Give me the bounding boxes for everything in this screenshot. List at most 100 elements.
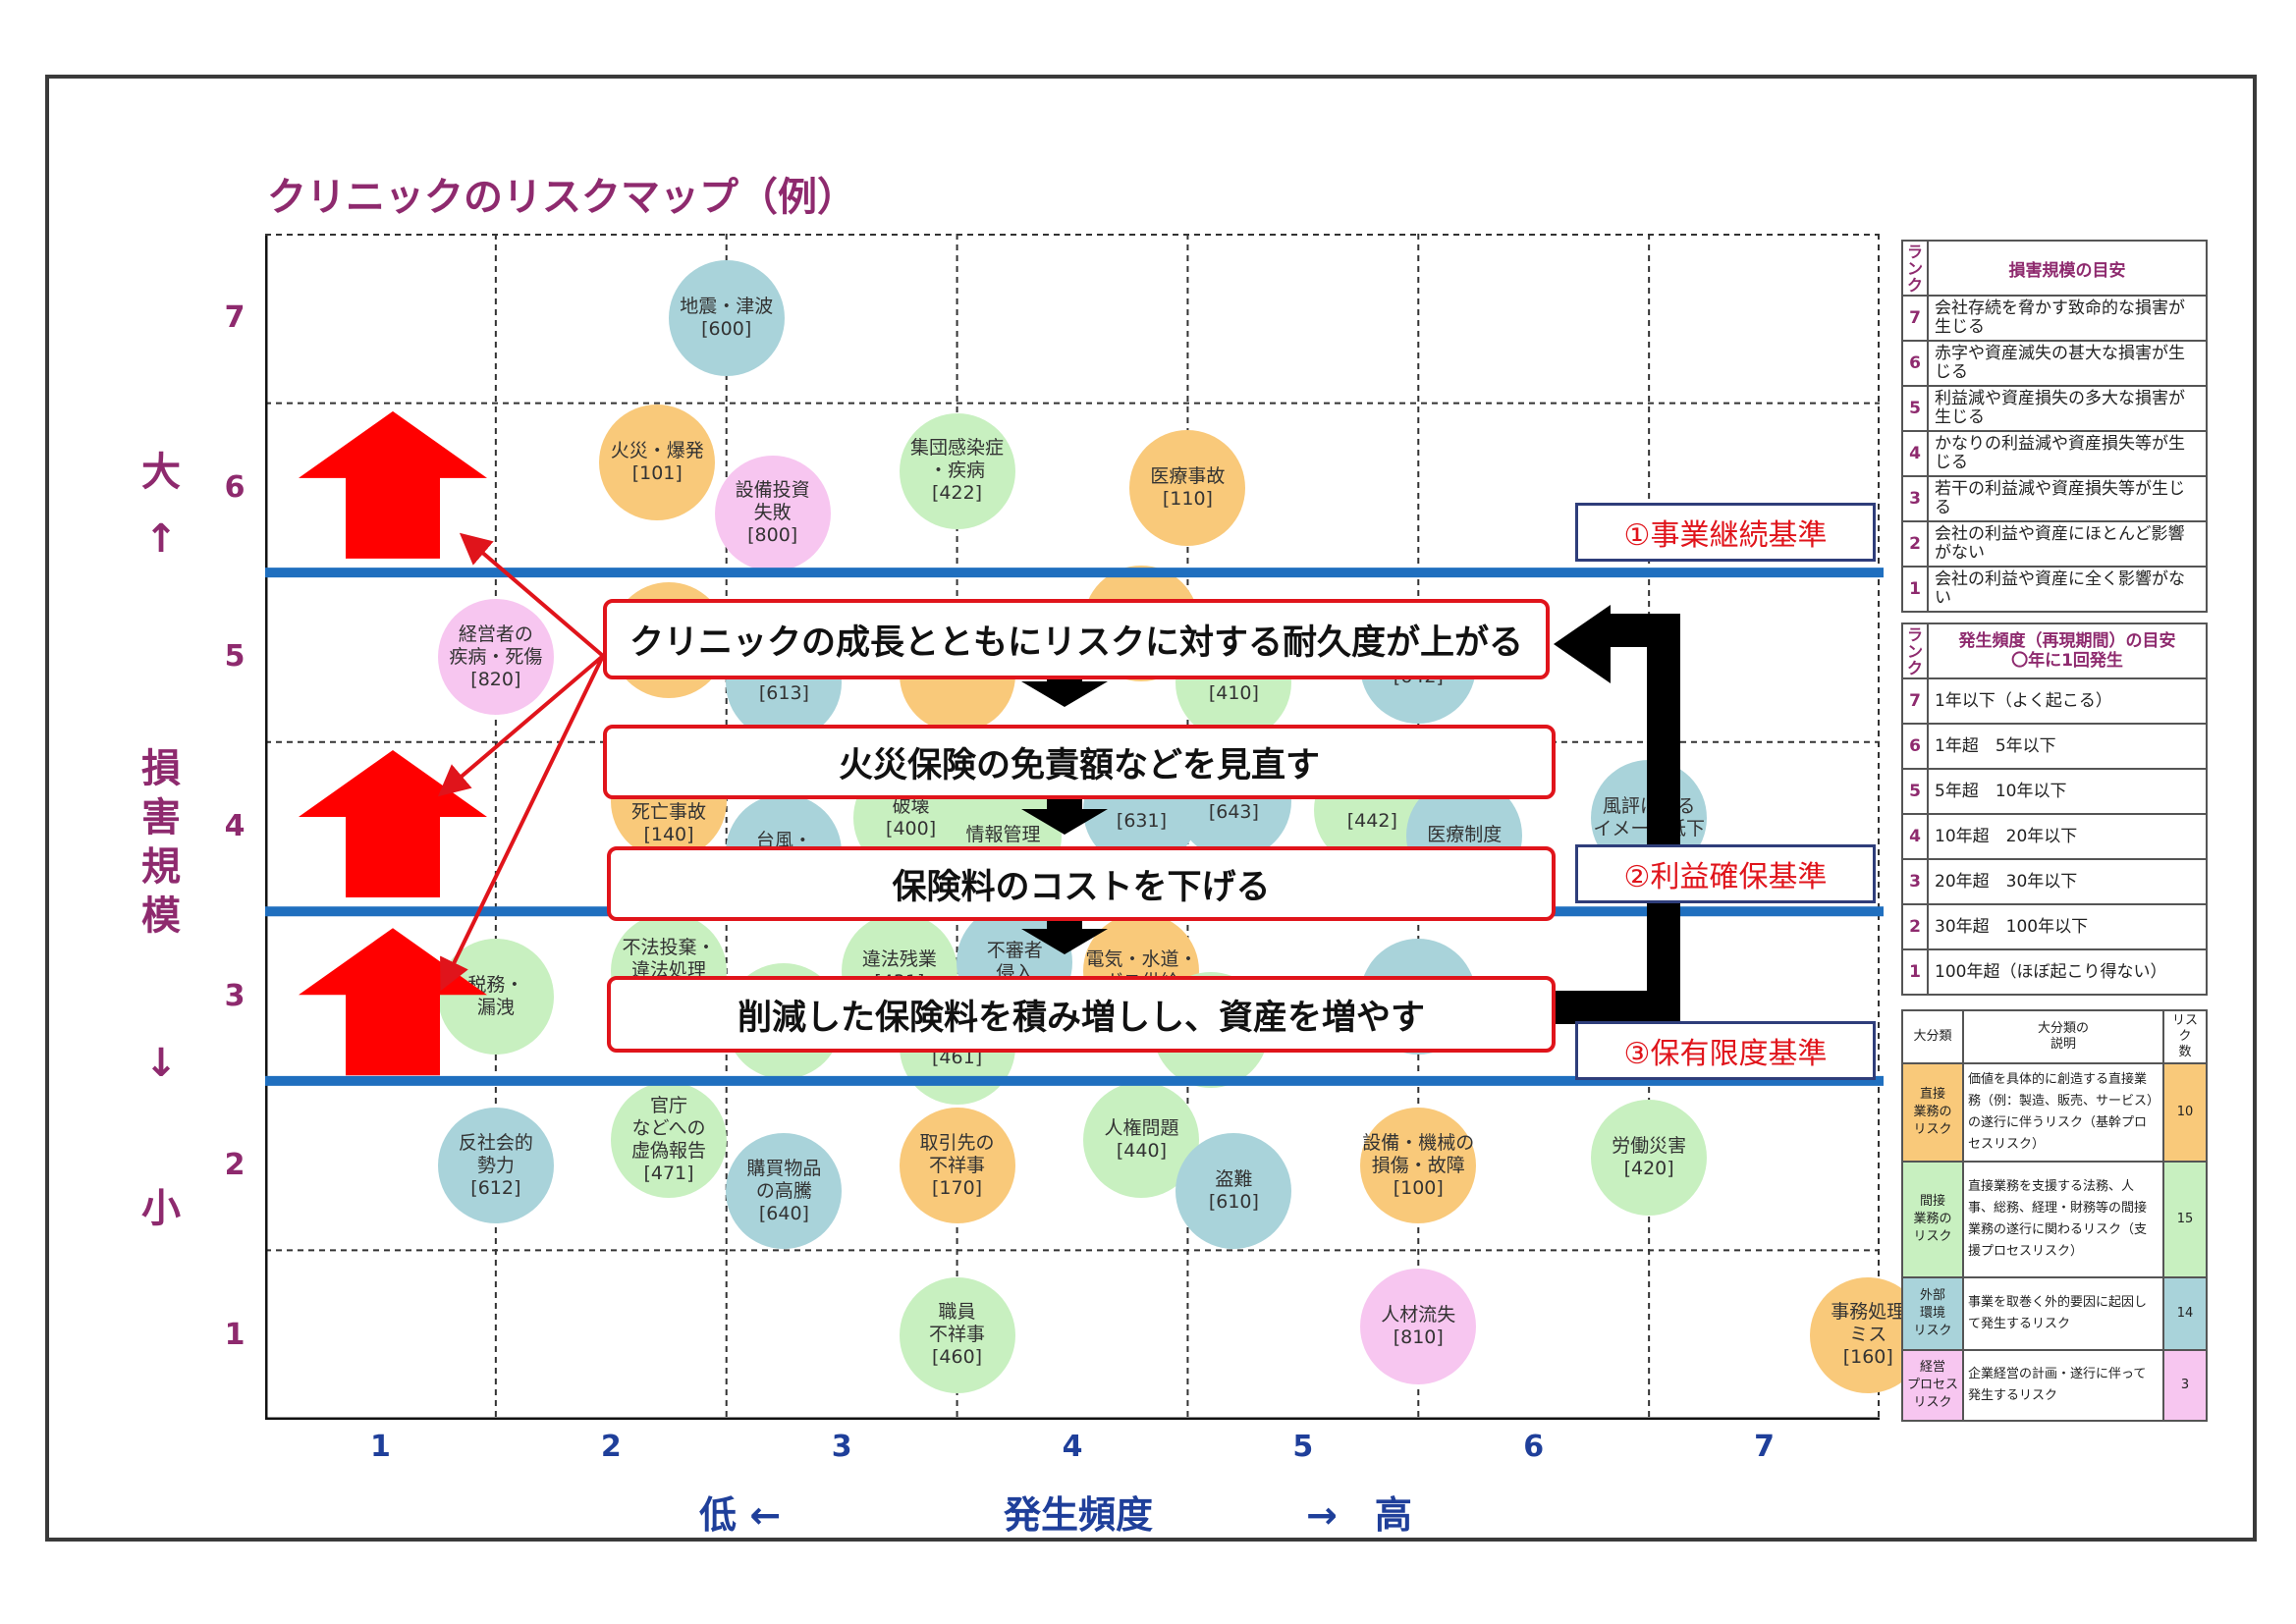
- red-up-arrow: [299, 750, 487, 897]
- legend-cat-row: 直接 業務の リスク価値を具体的に創造する直接業務（例：製造、販売、サービス）の…: [1901, 1062, 2208, 1163]
- legend-text: 100年超（ほぼ起こり得ない）: [1927, 948, 2208, 996]
- risk-bubble: 反社会的 勢力 [612]: [437, 1108, 554, 1224]
- y-tick-label: 4: [224, 809, 246, 843]
- x-tick-label: 4: [1062, 1430, 1083, 1464]
- legend-cat-count: 10: [2162, 1062, 2208, 1163]
- flow-box: クリニックの成長とともにリスクに対する耐久度が上がる: [603, 599, 1550, 679]
- risk-bubble: 官庁 などへの 虚偽報告 [471]: [611, 1082, 727, 1199]
- legend-text: 30年超 100年以下: [1927, 903, 2208, 950]
- x-tick-label: 2: [600, 1430, 622, 1464]
- red-pointer-arrow: [440, 655, 605, 992]
- risk-bubble: 集団感染症 ・疾病 [422]: [899, 412, 1015, 529]
- x-tick-label: 3: [831, 1430, 852, 1464]
- page-frame: [45, 75, 2257, 1542]
- black-down-arrow: [1021, 677, 1108, 707]
- legend-cat-header-count: リスク 数: [2162, 1009, 2208, 1064]
- legend-rank: 2: [1901, 520, 1929, 568]
- y-label-up-arrow: ↑: [144, 516, 178, 562]
- legend-cat-desc: 事業を取巻く外的要因に起因して発生するリスク: [1962, 1276, 2164, 1351]
- legend-freq-header: 発生頻度（再現期間）の目安 〇年に1回発生: [1927, 623, 2208, 679]
- y-tick-label: 6: [224, 469, 246, 505]
- legend-text: 若干の利益減や資産損失等が生じる: [1927, 475, 2208, 522]
- black-loop-arrowhead: [1554, 605, 1611, 683]
- legend-rank: 2: [1901, 903, 1929, 950]
- y-tick-label: 1: [224, 1317, 246, 1352]
- legend-rank: 5: [1901, 768, 1929, 815]
- legend-rank: 3: [1901, 475, 1929, 522]
- legend-cat-count: 3: [2162, 1349, 2208, 1422]
- legend-rank: 1: [1901, 566, 1929, 613]
- y-tick-label: 3: [224, 978, 246, 1013]
- risk-bubble: 医療事故 [110]: [1129, 429, 1246, 546]
- y-axis-title: 損害規模: [141, 746, 181, 939]
- risk-bubble: 盗難 [610]: [1175, 1133, 1292, 1250]
- legend-cat-header-desc: 大分類の 説明: [1962, 1009, 2164, 1064]
- legend-cat-count: 15: [2162, 1161, 2208, 1278]
- black-down-arrow: [1021, 795, 1108, 835]
- legend-rank: 3: [1901, 858, 1929, 905]
- risk-bubble: 設備投資 失敗 [800]: [714, 455, 831, 571]
- y-label-small: 小: [141, 1186, 181, 1231]
- legend-cat-row: 間接 業務の リスク直接業務を支援する法務、人事、総務、経理・財務等の間接業務の…: [1901, 1161, 2208, 1278]
- legend-rank: 5: [1901, 385, 1929, 432]
- legend-rank: 7: [1901, 677, 1929, 725]
- black-down-arrow: [1021, 915, 1108, 954]
- legend-text: 5年超 10年以下: [1927, 768, 2208, 815]
- flow-box: 削減した保険料を積み増しし、資産を増やす: [607, 976, 1556, 1053]
- legend-text: 赤字や資産滅失の甚大な損害が生じる: [1927, 340, 2208, 387]
- legend-text: 20年超 30年以下: [1927, 858, 2208, 905]
- red-up-arrow: [299, 410, 487, 559]
- threshold-label: ①事業継続基準: [1575, 503, 1876, 562]
- red-pointer-arrow: [437, 654, 605, 797]
- x-tick-label: 7: [1754, 1430, 1775, 1464]
- risk-bubble: 経営者の 疾病・死傷 [820]: [437, 599, 554, 716]
- risk-bubble: 取引先の 不祥事 [170]: [899, 1108, 1015, 1224]
- x-label-high: → 高: [1306, 1493, 1412, 1537]
- x-tick-label: 1: [369, 1430, 391, 1464]
- legend-cat-count: 14: [2162, 1276, 2208, 1351]
- chart-title: クリニックのリスクマップ（例）: [267, 175, 856, 220]
- y-tick-label: 7: [224, 300, 246, 336]
- legend-rank: 4: [1901, 813, 1929, 860]
- legend-text: 10年超 20年以下: [1927, 813, 2208, 860]
- risk-bubble: 地震・津波 [600]: [668, 260, 785, 377]
- y-label-down-arrow: ↓: [144, 1041, 178, 1086]
- legend-text: 1年以下（よく起こる）: [1927, 677, 2208, 725]
- legend-cat-rows: 直接 業務の リスク価値を具体的に創造する直接業務（例：製造、販売、サービス）の…: [1901, 1062, 2208, 1422]
- flow-box: 火災保険の免責額などを見直す: [603, 725, 1556, 799]
- risk-bubble: 人材流失 [810]: [1360, 1269, 1477, 1385]
- threshold-label: ②利益確保基準: [1575, 844, 1876, 903]
- y-tick-label: 5: [224, 639, 246, 675]
- legend-cat-desc: 直接業務を支援する法務、人事、総務、経理・財務等の間接業務の遂行に関わるリスク（…: [1962, 1161, 2164, 1278]
- legend-rank: 4: [1901, 430, 1929, 477]
- y-label-big: 大: [141, 450, 181, 495]
- legend-rank: 6: [1901, 340, 1929, 387]
- x-label-low: 低 ←: [699, 1493, 782, 1537]
- legend-rank: 1: [1901, 948, 1929, 996]
- legend-rank: 7: [1901, 295, 1929, 342]
- red-pointer-arrow: [459, 532, 605, 658]
- risk-bubble: 購買物品 の高騰 [640]: [726, 1133, 843, 1250]
- legend-text: 会社存続を脅かす致命的な損害が生じる: [1927, 295, 2208, 342]
- x-axis-title: 発生頻度: [1004, 1493, 1154, 1537]
- risk-bubble: 人権問題 [440]: [1083, 1082, 1200, 1199]
- risk-bubble: 職員 不祥事 [460]: [899, 1276, 1015, 1393]
